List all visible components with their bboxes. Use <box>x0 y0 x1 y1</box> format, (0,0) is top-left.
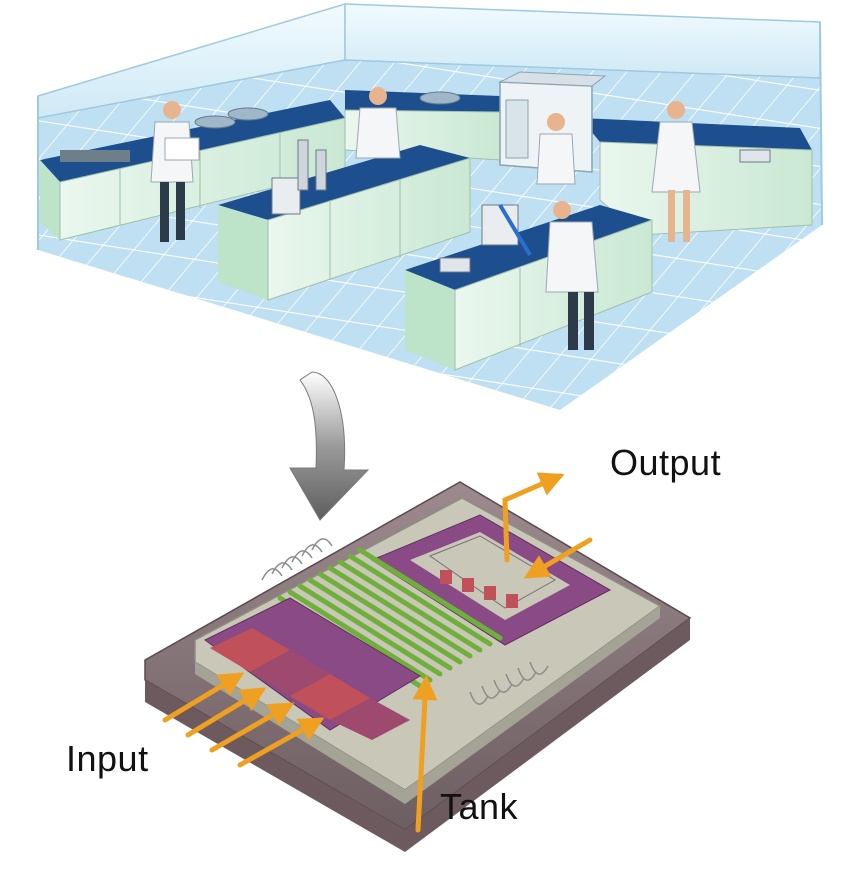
sink-icon <box>194 91 461 129</box>
scientist-icon <box>355 87 401 159</box>
output-label: Output <box>610 442 722 483</box>
microscope-icon <box>60 139 771 273</box>
tank-arrow <box>412 675 438 833</box>
reservoir-feed-arrow <box>523 537 593 579</box>
scientist-icon <box>651 101 701 242</box>
process-arrow-icon <box>289 371 370 521</box>
scientist-icon <box>150 101 200 242</box>
wire-bonds <box>261 538 549 705</box>
input-arrow <box>162 672 245 723</box>
input-arrow <box>237 717 325 768</box>
output-reservoir <box>370 514 612 646</box>
lab-bench-icon <box>344 90 813 236</box>
tank-label: Tank <box>440 786 519 827</box>
lab-scene <box>37 2 823 410</box>
scientist-icon <box>545 201 599 350</box>
flow-arrows <box>162 472 593 833</box>
input-arrow <box>185 687 267 738</box>
input-label: Input <box>66 738 149 779</box>
input-arrow <box>209 702 295 753</box>
scientist-icon <box>536 113 576 185</box>
output-arrow <box>502 472 565 563</box>
reactor-channels <box>277 547 503 689</box>
input-wells <box>204 597 421 740</box>
microfluidic-chip <box>144 472 692 852</box>
